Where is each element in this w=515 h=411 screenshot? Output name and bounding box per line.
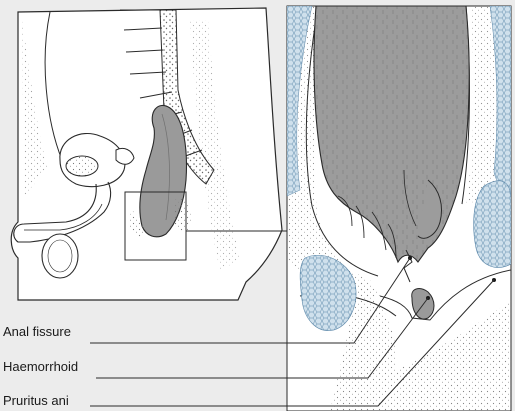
label-anal-fissure: Anal fissure <box>3 324 71 339</box>
label-pruritus-ani: Pruritus ani <box>3 393 69 408</box>
fat-tissue-right-lower <box>474 181 511 268</box>
prostate <box>66 156 98 176</box>
label-haemorrhoid: Haemorrhoid <box>3 359 78 374</box>
sagittal-section-illustration <box>11 8 290 300</box>
testis <box>42 234 78 278</box>
magnified-anal-canal-illustration <box>287 6 511 411</box>
